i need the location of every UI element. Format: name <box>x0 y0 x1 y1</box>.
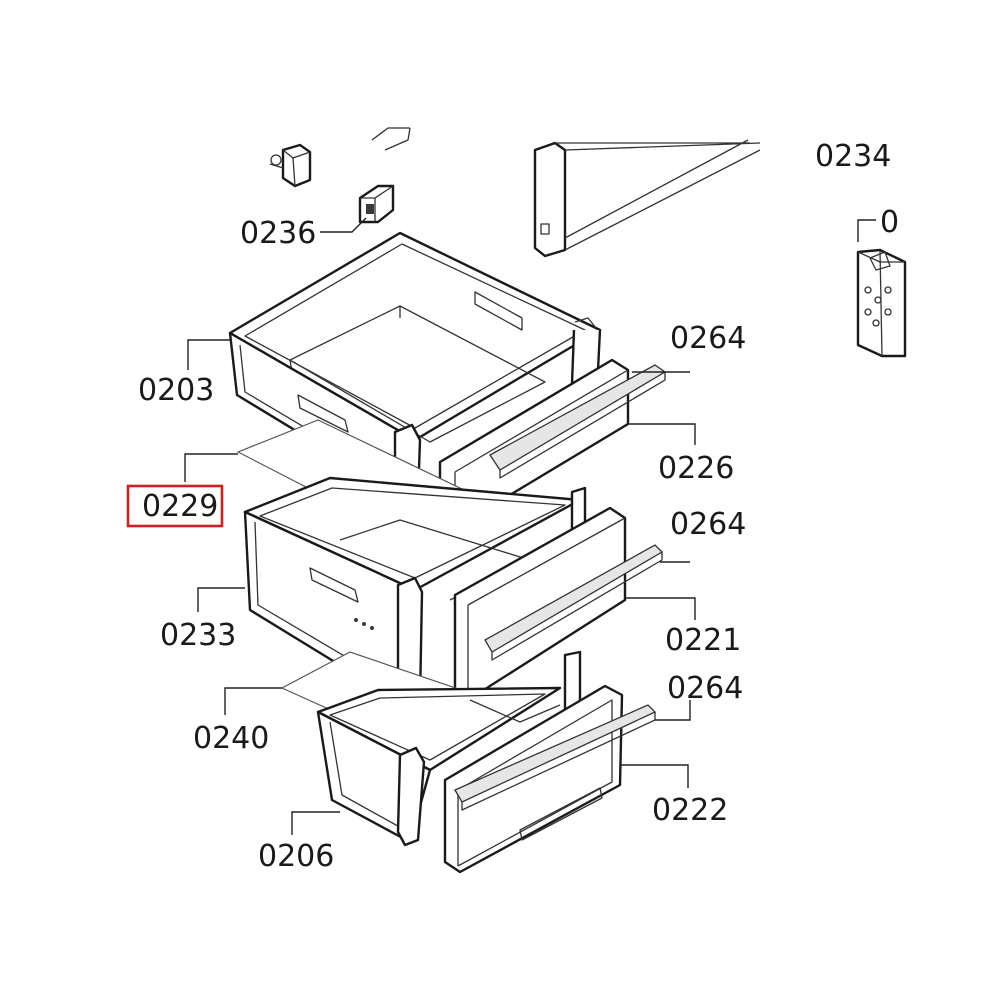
label-0229: 0229 <box>142 489 218 524</box>
label-0226: 0226 <box>658 451 734 486</box>
label-0222: 0222 <box>652 793 728 828</box>
middle-drawer-0233 <box>243 476 587 708</box>
label-0203: 0203 <box>138 373 214 408</box>
leader-0240 <box>224 687 282 715</box>
label-0221: 0221 <box>665 623 741 658</box>
front-panel-0222 <box>443 684 657 874</box>
leader-lines <box>184 217 876 835</box>
leader-0206 <box>291 811 340 835</box>
leader-0226 <box>628 423 696 445</box>
leader-0 <box>857 219 876 242</box>
label-0206: 0206 <box>258 839 334 874</box>
label-0240: 0240 <box>193 721 269 756</box>
label-0: 0 <box>880 205 899 240</box>
leader-0222 <box>620 764 689 788</box>
top-bracket-part <box>371 127 411 151</box>
label-0264-bottom: 0264 <box>667 671 743 706</box>
label-0234: 0234 <box>815 139 891 174</box>
leader-0264c <box>655 700 691 721</box>
leader-0221 <box>625 597 696 620</box>
part-labels: 0234 0 0236 0203 0264 0226 0229 0264 023… <box>138 139 899 874</box>
leader-0233 <box>197 587 245 612</box>
label-0264-top: 0264 <box>670 321 746 356</box>
small-plate-part <box>856 248 907 358</box>
top-front-panel <box>533 139 761 258</box>
label-0236: 0236 <box>240 216 316 251</box>
latch-part-0236 <box>358 184 395 224</box>
label-0233: 0233 <box>160 618 236 653</box>
front-panel-0221 <box>453 506 664 702</box>
leader-0203 <box>187 339 232 370</box>
leader-0229 <box>184 453 238 482</box>
label-0264-middle: 0264 <box>670 507 746 542</box>
leader-0236 <box>320 217 367 233</box>
hinge-clip-part <box>269 143 312 188</box>
highlight-box-0229 <box>126 484 224 528</box>
bottom-drawer-0206 <box>316 650 582 847</box>
